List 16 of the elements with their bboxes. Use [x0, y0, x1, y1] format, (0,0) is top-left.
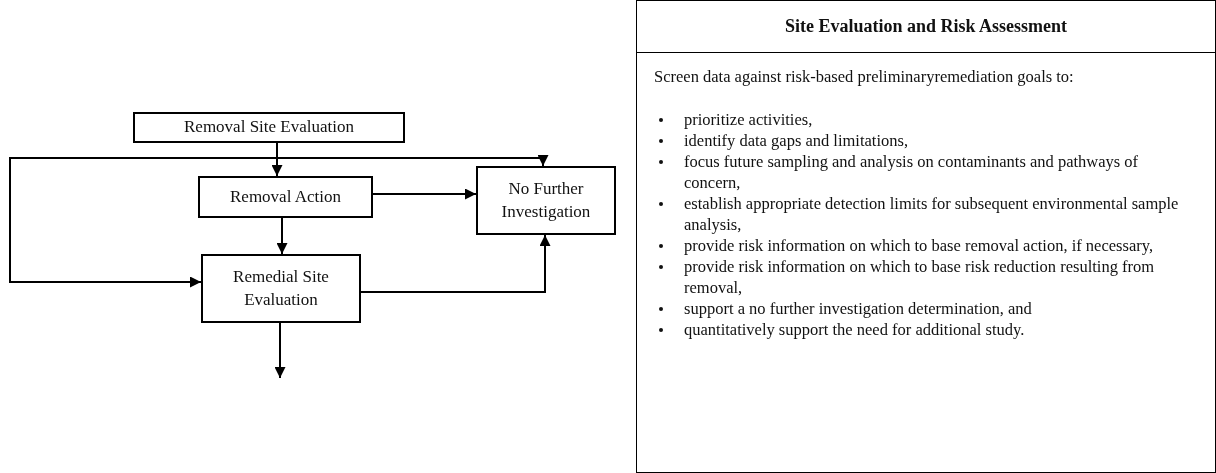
list-item: quantitatively support the need for additional study.: [684, 319, 1025, 340]
list-item: prioritize activities,: [684, 109, 813, 130]
arrow: [360, 234, 551, 293]
arrow: [274, 322, 286, 379]
list-item: support a no further investigation determination, and: [684, 298, 1032, 319]
process-box: Removal Action: [198, 176, 373, 218]
info-panel: [636, 0, 1216, 473]
list-item: identify data gaps and limitations,: [684, 130, 909, 151]
intro-text: Screen data against risk-based preliminaryremediation goals to:: [654, 66, 1075, 87]
process-box: No Further Investigation: [476, 166, 616, 235]
arrow: [276, 217, 288, 255]
arrow: [372, 188, 477, 200]
list-item: provide risk information on which to base removal action, if necessary,: [684, 235, 1154, 256]
process-box: Remedial Site Evaluation: [201, 254, 361, 323]
process-box: Removal Site Evaluation: [133, 112, 405, 143]
panel-title: Site Evaluation and Risk Assessment: [637, 1, 1215, 53]
